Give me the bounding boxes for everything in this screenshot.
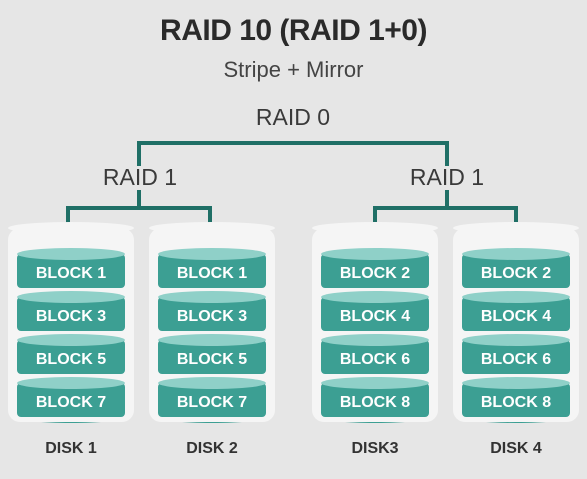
disk-4: BLOCK 2 BLOCK 4 BLOCK 6 BLOCK 8 <box>453 222 579 423</box>
disk-1-block-2: BLOCK 3 <box>17 291 125 337</box>
diagram-subtitle: Stripe + Mirror <box>223 57 364 82</box>
block-label: BLOCK 3 <box>35 308 107 325</box>
disk-4-block-2: BLOCK 4 <box>462 291 570 337</box>
disk-3-block-4: BLOCK 8 <box>321 377 429 423</box>
block-label: BLOCK 1 <box>35 265 107 282</box>
block-label: BLOCK 6 <box>339 351 411 368</box>
disk-4-block-4: BLOCK 8 <box>462 377 570 423</box>
disk-2-label: DISK 2 <box>186 440 238 457</box>
disk-4-block-1: BLOCK 2 <box>462 248 570 294</box>
disk-1: BLOCK 1 BLOCK 3 BLOCK 5 BLOCK 7 <box>8 222 134 423</box>
disk-3-label: DISK3 <box>351 440 399 457</box>
raid1-left-label: RAID 1 <box>102 164 178 190</box>
disk-1-label: DISK 1 <box>45 440 97 457</box>
disk-1-block-3: BLOCK 5 <box>17 334 125 380</box>
block-label: BLOCK 2 <box>339 265 411 282</box>
disk-4-label: DISK 4 <box>490 440 542 457</box>
raid0-label: RAID 0 <box>255 104 331 130</box>
diagram-title: RAID 10 (RAID 1+0) <box>160 14 427 47</box>
disk-2-block-3: BLOCK 5 <box>158 334 266 380</box>
disk-3-block-1: BLOCK 2 <box>321 248 429 294</box>
disk-3: BLOCK 2 BLOCK 4 BLOCK 6 BLOCK 8 <box>312 222 438 423</box>
disk-2-block-1: BLOCK 1 <box>158 248 266 294</box>
block-label: BLOCK 8 <box>339 394 411 411</box>
block-label: BLOCK 6 <box>480 351 552 368</box>
disk-3-block-2: BLOCK 4 <box>321 291 429 337</box>
block-label: BLOCK 5 <box>176 351 248 368</box>
disk-2: BLOCK 1 BLOCK 3 BLOCK 5 BLOCK 7 <box>149 222 275 423</box>
disk-1-block-1: BLOCK 1 <box>17 248 125 294</box>
disk-4-block-3: BLOCK 6 <box>462 334 570 380</box>
block-label: BLOCK 5 <box>35 351 107 368</box>
block-label: BLOCK 3 <box>176 308 248 325</box>
block-label: BLOCK 4 <box>480 308 552 325</box>
block-label: BLOCK 4 <box>339 308 411 325</box>
disk-3-block-3: BLOCK 6 <box>321 334 429 380</box>
block-label: BLOCK 7 <box>176 394 248 411</box>
block-label: BLOCK 8 <box>480 394 552 411</box>
block-label: BLOCK 2 <box>480 265 552 282</box>
block-label: BLOCK 1 <box>176 265 248 282</box>
raid1-right-label: RAID 1 <box>409 164 485 190</box>
disk-2-block-4: BLOCK 7 <box>158 377 266 423</box>
disk-1-block-4: BLOCK 7 <box>17 377 125 423</box>
disk-2-block-2: BLOCK 3 <box>158 291 266 337</box>
raid0-connector <box>137 141 449 166</box>
block-label: BLOCK 7 <box>35 394 107 411</box>
